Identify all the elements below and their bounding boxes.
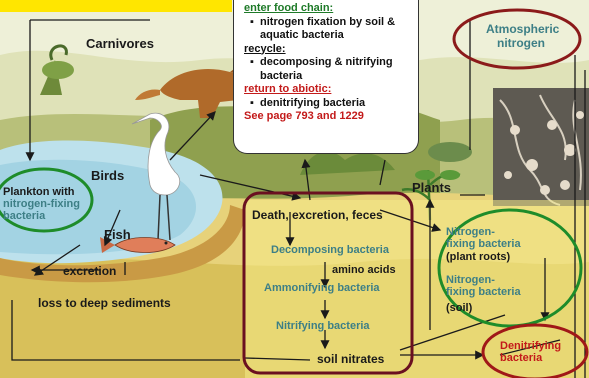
- soil-label: (soil): [446, 302, 472, 314]
- return-to-abiotic-item: denitrifying bacteria: [244, 97, 410, 111]
- see-page-note: See page 793 and 1229: [244, 110, 410, 124]
- loss-to-sediments-label: loss to deep sediments: [38, 296, 171, 310]
- death-excretion-feces-label: Death, excretion, feces: [252, 208, 383, 222]
- enter-food-chain-heading: enter food chain:: [244, 2, 410, 16]
- nitrogen-fixing-roots-label: Nitrogen-fixing bacteria: [446, 226, 524, 250]
- atmospheric-nitrogen-label: Atmospheric nitrogen: [486, 22, 556, 50]
- birds-label: Birds: [91, 168, 124, 183]
- nitrogen-fixing-soil-label: Nitrogen-fixing bacteria: [446, 274, 524, 298]
- title-highlight-bar: [0, 0, 232, 12]
- plankton-label: Plankton with: [3, 186, 75, 198]
- excretion-label: excretion: [63, 264, 116, 278]
- plant-roots-label: (plant roots): [446, 251, 510, 263]
- decomposing-bacteria-label: Decomposing bacteria: [271, 244, 389, 256]
- recycle-heading: recycle:: [244, 43, 410, 57]
- ammonifying-bacteria-label: Ammonifying bacteria: [264, 282, 380, 294]
- soil-nitrates-label: soil nitrates: [317, 352, 384, 366]
- plants-label: Plants: [412, 180, 451, 195]
- plankton-bacteria-label: nitrogen-fixing bacteria: [3, 198, 91, 222]
- amino-acids-label: amino acids: [332, 264, 396, 276]
- recycle-item: decomposing & nitrifying bacteria: [244, 56, 410, 83]
- return-to-abiotic-heading: return to abiotic:: [244, 83, 410, 97]
- denitrifying-bacteria-label: Denitrifying bacteria: [500, 340, 578, 364]
- nitrifying-bacteria-label: Nitrifying bacteria: [276, 320, 370, 332]
- fish-label: Fish: [104, 227, 131, 242]
- carnivores-label: Carnivores: [86, 36, 154, 51]
- callout-box: enter food chain: nitrogen fixation by s…: [233, 0, 419, 154]
- enter-food-chain-item: nitrogen fixation by soil & aquatic bact…: [244, 16, 410, 43]
